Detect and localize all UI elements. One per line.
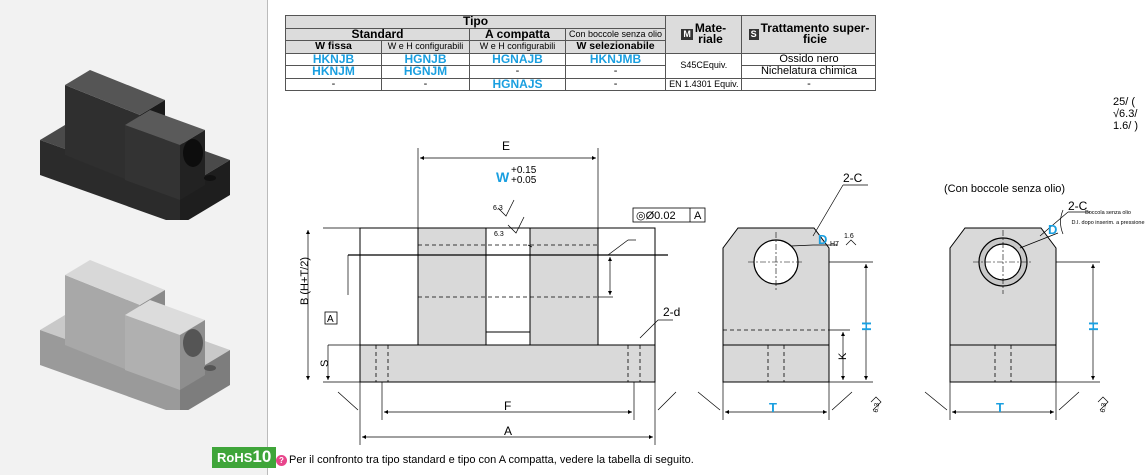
technical-drawing: E W +0.15 +0.05 6.3 6.3 ◎Ø0.02 A B (H+T/… <box>299 139 1145 445</box>
dim-H: H <box>1086 322 1101 331</box>
table-row: HKNJM HGNJM - - Nichelatura chimica <box>285 65 877 79</box>
material-badge-icon: M <box>681 29 693 41</box>
surface-badge-icon: S <box>748 29 759 41</box>
roughness-mark-icon <box>507 216 525 234</box>
dim-S: S <box>319 360 331 367</box>
code-cell: - <box>381 77 470 91</box>
material-cell: EN 1.4301 Equiv. <box>665 77 743 91</box>
dim-T: T <box>769 400 777 415</box>
header-boccole: Con boccole senza olio <box>564 27 667 41</box>
note-text: Per il confronto tra tipo standard e tip… <box>289 454 694 466</box>
oilless-note-2: D.I. dopo inserim. a pressione <box>1071 220 1144 226</box>
rough-1-6: 1.6 <box>844 233 854 240</box>
product-photo-panel: RoHS10 <box>0 0 277 475</box>
fit-H7: H7 <box>830 241 839 248</box>
rough-6-3: 6.3 <box>494 231 504 238</box>
roughness-mark-icon <box>870 396 882 411</box>
tolerance-datum: A <box>694 210 702 222</box>
dim-T: T <box>996 400 1004 415</box>
dim-B: B (H+T/2) <box>299 257 311 305</box>
dim-D: D <box>818 232 827 247</box>
table-row: - - HGNAJS - EN 1.4301 Equiv. - <box>285 77 877 91</box>
header-w-fissa: W fissa <box>285 40 382 54</box>
front-view <box>359 227 656 383</box>
dim-D: D <box>1048 222 1057 237</box>
dim-E: E <box>502 139 510 153</box>
code-cell: - <box>285 77 382 91</box>
dim-W: W <box>496 169 510 185</box>
table-row: HKNJB HGNJB HGNAJB HKNJMB S45CEquiv. Oss… <box>285 52 877 79</box>
nickel-plated-block-photo <box>40 260 230 410</box>
material-cell: S45CEquiv. <box>665 52 743 79</box>
dim-H: H <box>859 322 874 331</box>
dim-A: A <box>504 424 512 438</box>
datum-A-box: A <box>324 311 338 325</box>
oilless-title: (Con boccole senza olio) <box>944 183 1065 195</box>
rough-6-3: 6.3 <box>873 402 882 413</box>
rohs-badge: RoHS10 <box>212 447 277 468</box>
dim-K: K <box>837 352 849 360</box>
side-view: 2-C D H7 1.6 H K T 6.3 <box>697 171 882 420</box>
comparison-note: ? Per il confronto tra tipo standard e t… <box>276 454 694 466</box>
materiale-label: Mate- riale <box>694 21 727 47</box>
dim-2-C: 2-C <box>1068 199 1088 213</box>
dim-2-C: 2-C <box>843 171 863 185</box>
header-compatta: A compatta <box>469 27 566 41</box>
dim-2-d: 2-d <box>663 305 680 319</box>
side-view-oilless: (Con boccole senza olio) <box>924 183 1145 420</box>
roughness-mark-icon <box>497 199 515 217</box>
w-tol-up: +0.15 <box>511 165 537 176</box>
treatment-cell: - <box>741 77 877 91</box>
w-tol-down: +0.05 <box>511 175 537 186</box>
trattamento-label: Trattamento super- ficie <box>760 21 870 47</box>
dim-F: F <box>504 399 511 413</box>
bracket-icon <box>1060 209 1064 235</box>
header-tipo: Tipo <box>284 15 667 29</box>
surface-roughness-symbol: 25/ ( √6.3/ 1.6/ ) <box>1113 96 1139 132</box>
oilless-note-1: Boccola senza olio <box>1085 210 1131 216</box>
rough-6-3: 6.3 <box>493 205 503 212</box>
black-oxide-block-photo <box>40 70 230 220</box>
tolerance-frame: ◎Ø0.02 A <box>632 207 706 223</box>
tolerance-value: ◎Ø0.02 <box>636 210 676 222</box>
rohs-number: 10 <box>252 447 272 466</box>
rohs-label: RoHS <box>217 450 253 465</box>
roughness-mark-icon <box>845 239 857 246</box>
header-standard: Standard <box>285 27 470 41</box>
roughness-mark-icon <box>1097 396 1109 411</box>
datum-label: A <box>327 314 334 325</box>
hint-icon: ? <box>276 454 287 466</box>
rough-6-3: 6.3 <box>1100 402 1109 413</box>
